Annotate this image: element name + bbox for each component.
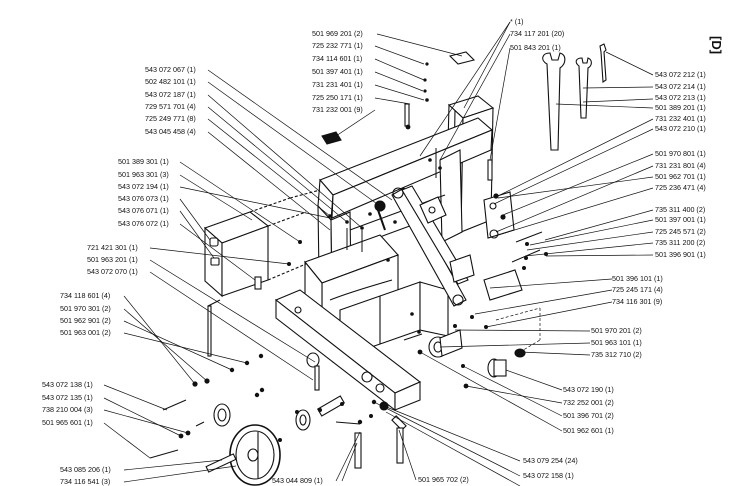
part-callout: 543 072 210 (1) [655,124,706,133]
part-callout: 501 962 701 (1) [655,172,706,181]
part-callout: 501 963 101 (1) [591,338,642,347]
part-callout: 543 044 809 (1) [272,476,323,485]
part-callout: 734 114 601 (1) [312,54,363,63]
part-callout: * (1) [510,17,524,26]
part-callout: 543 079 254 (24) [523,456,578,465]
part-callout: 725 236 471 (4) [655,183,706,192]
part-callout: 734 117 201 (20) [510,29,565,38]
part-callout: 501 962 601 (1) [563,426,614,435]
part-callout: 543 072 158 (1) [523,471,574,480]
top-small-parts [207,51,493,357]
part-callout: 543 072 213 (1) [655,93,706,102]
part-callout: 738 210 004 (3) [42,405,93,414]
phantom-lines [495,307,541,353]
part-callout: 501 396 901 (1) [655,250,706,259]
part-callout: 543 076 072 (1) [118,219,169,228]
horizontal-beam [274,289,422,412]
part-callout: 543 072 212 (1) [655,70,706,79]
part-callout: 734 118 601 (4) [60,291,111,300]
part-callout: 543 085 206 (1) [60,465,111,474]
part-callout: 501 965 601 (1) [42,418,93,427]
wrench-set [542,43,607,151]
part-callout: 725 250 171 (1) [312,93,363,102]
part-callout: 502 482 101 (1) [145,77,196,86]
part-callout: 543 072 138 (1) [42,380,93,389]
part-callout: 735 312 710 (2) [591,350,642,359]
part-callout: 501 397 401 (1) [312,67,363,76]
sheet-section-mark: [D] [709,36,724,55]
part-callout: 543 072 214 (1) [655,82,706,91]
part-callout: 501 389 201 (1) [655,103,706,112]
part-callout: 735 311 200 (2) [655,238,706,247]
part-callout: 501 963 001 (2) [60,328,111,337]
part-callout: 501 396 701 (2) [563,411,614,420]
part-callout: 501 843 201 (1) [510,43,561,52]
part-callout: 501 962 901 (2) [60,316,111,325]
part-callout: 543 072 194 (1) [118,182,169,191]
part-callout: 725 249 771 (8) [145,114,196,123]
part-callout: 501 965 702 (2) [418,475,469,484]
part-callout: 729 571 701 (4) [145,102,196,111]
part-callout: 543 045 458 (4) [145,127,196,136]
part-callout: 501 389 301 (1) [118,157,169,166]
part-callout: 731 232 001 (9) [312,105,363,114]
part-callout: 731 231 401 (1) [312,80,363,89]
part-callout: 543 072 070 (1) [87,267,138,276]
linkage-arm [374,185,469,307]
leader-lines [103,21,654,486]
part-callout: 543 072 190 (1) [563,385,614,394]
control-box [203,189,321,298]
part-callout: 725 245 571 (2) [655,227,706,236]
part-callout: 501 397 001 (1) [655,215,706,224]
part-callout: 731 231 801 (4) [655,161,706,170]
side-bracket [449,191,523,301]
part-callout: 501 396 101 (1) [612,274,663,283]
part-callout: 501 970 201 (2) [591,326,642,335]
part-callout: 721 421 301 (1) [87,243,138,252]
part-callout: 734 116 541 (3) [60,477,111,486]
part-callout: 734 116 301 (9) [612,297,663,306]
handwheel-assembly [205,352,346,486]
part-callout: 501 963 201 (1) [87,255,138,264]
part-callout: 501 970 301 (2) [60,304,111,313]
part-callout: 501 970 801 (1) [655,149,706,158]
part-callout: 731 232 401 (1) [655,114,706,123]
part-callout: 543 072 187 (1) [145,90,196,99]
part-callout: 735 311 400 (2) [655,205,706,214]
part-callout: 543 076 073 (1) [118,194,169,203]
part-callout: 543 072 067 (1) [145,65,196,74]
part-callout: 543 076 071 (1) [118,206,169,215]
part-callout: 725 232 771 (1) [312,41,363,50]
part-callout: 543 072 135 (1) [42,393,93,402]
part-callout: 725 245 171 (4) [612,285,663,294]
fastener-dots [178,62,548,442]
part-callout: 501 969 201 (2) [312,29,363,38]
right-small-parts [354,329,526,469]
part-callout: 501 963 301 (3) [118,170,169,179]
bolts [149,148,543,459]
part-callout: 732 252 001 (2) [563,398,614,407]
